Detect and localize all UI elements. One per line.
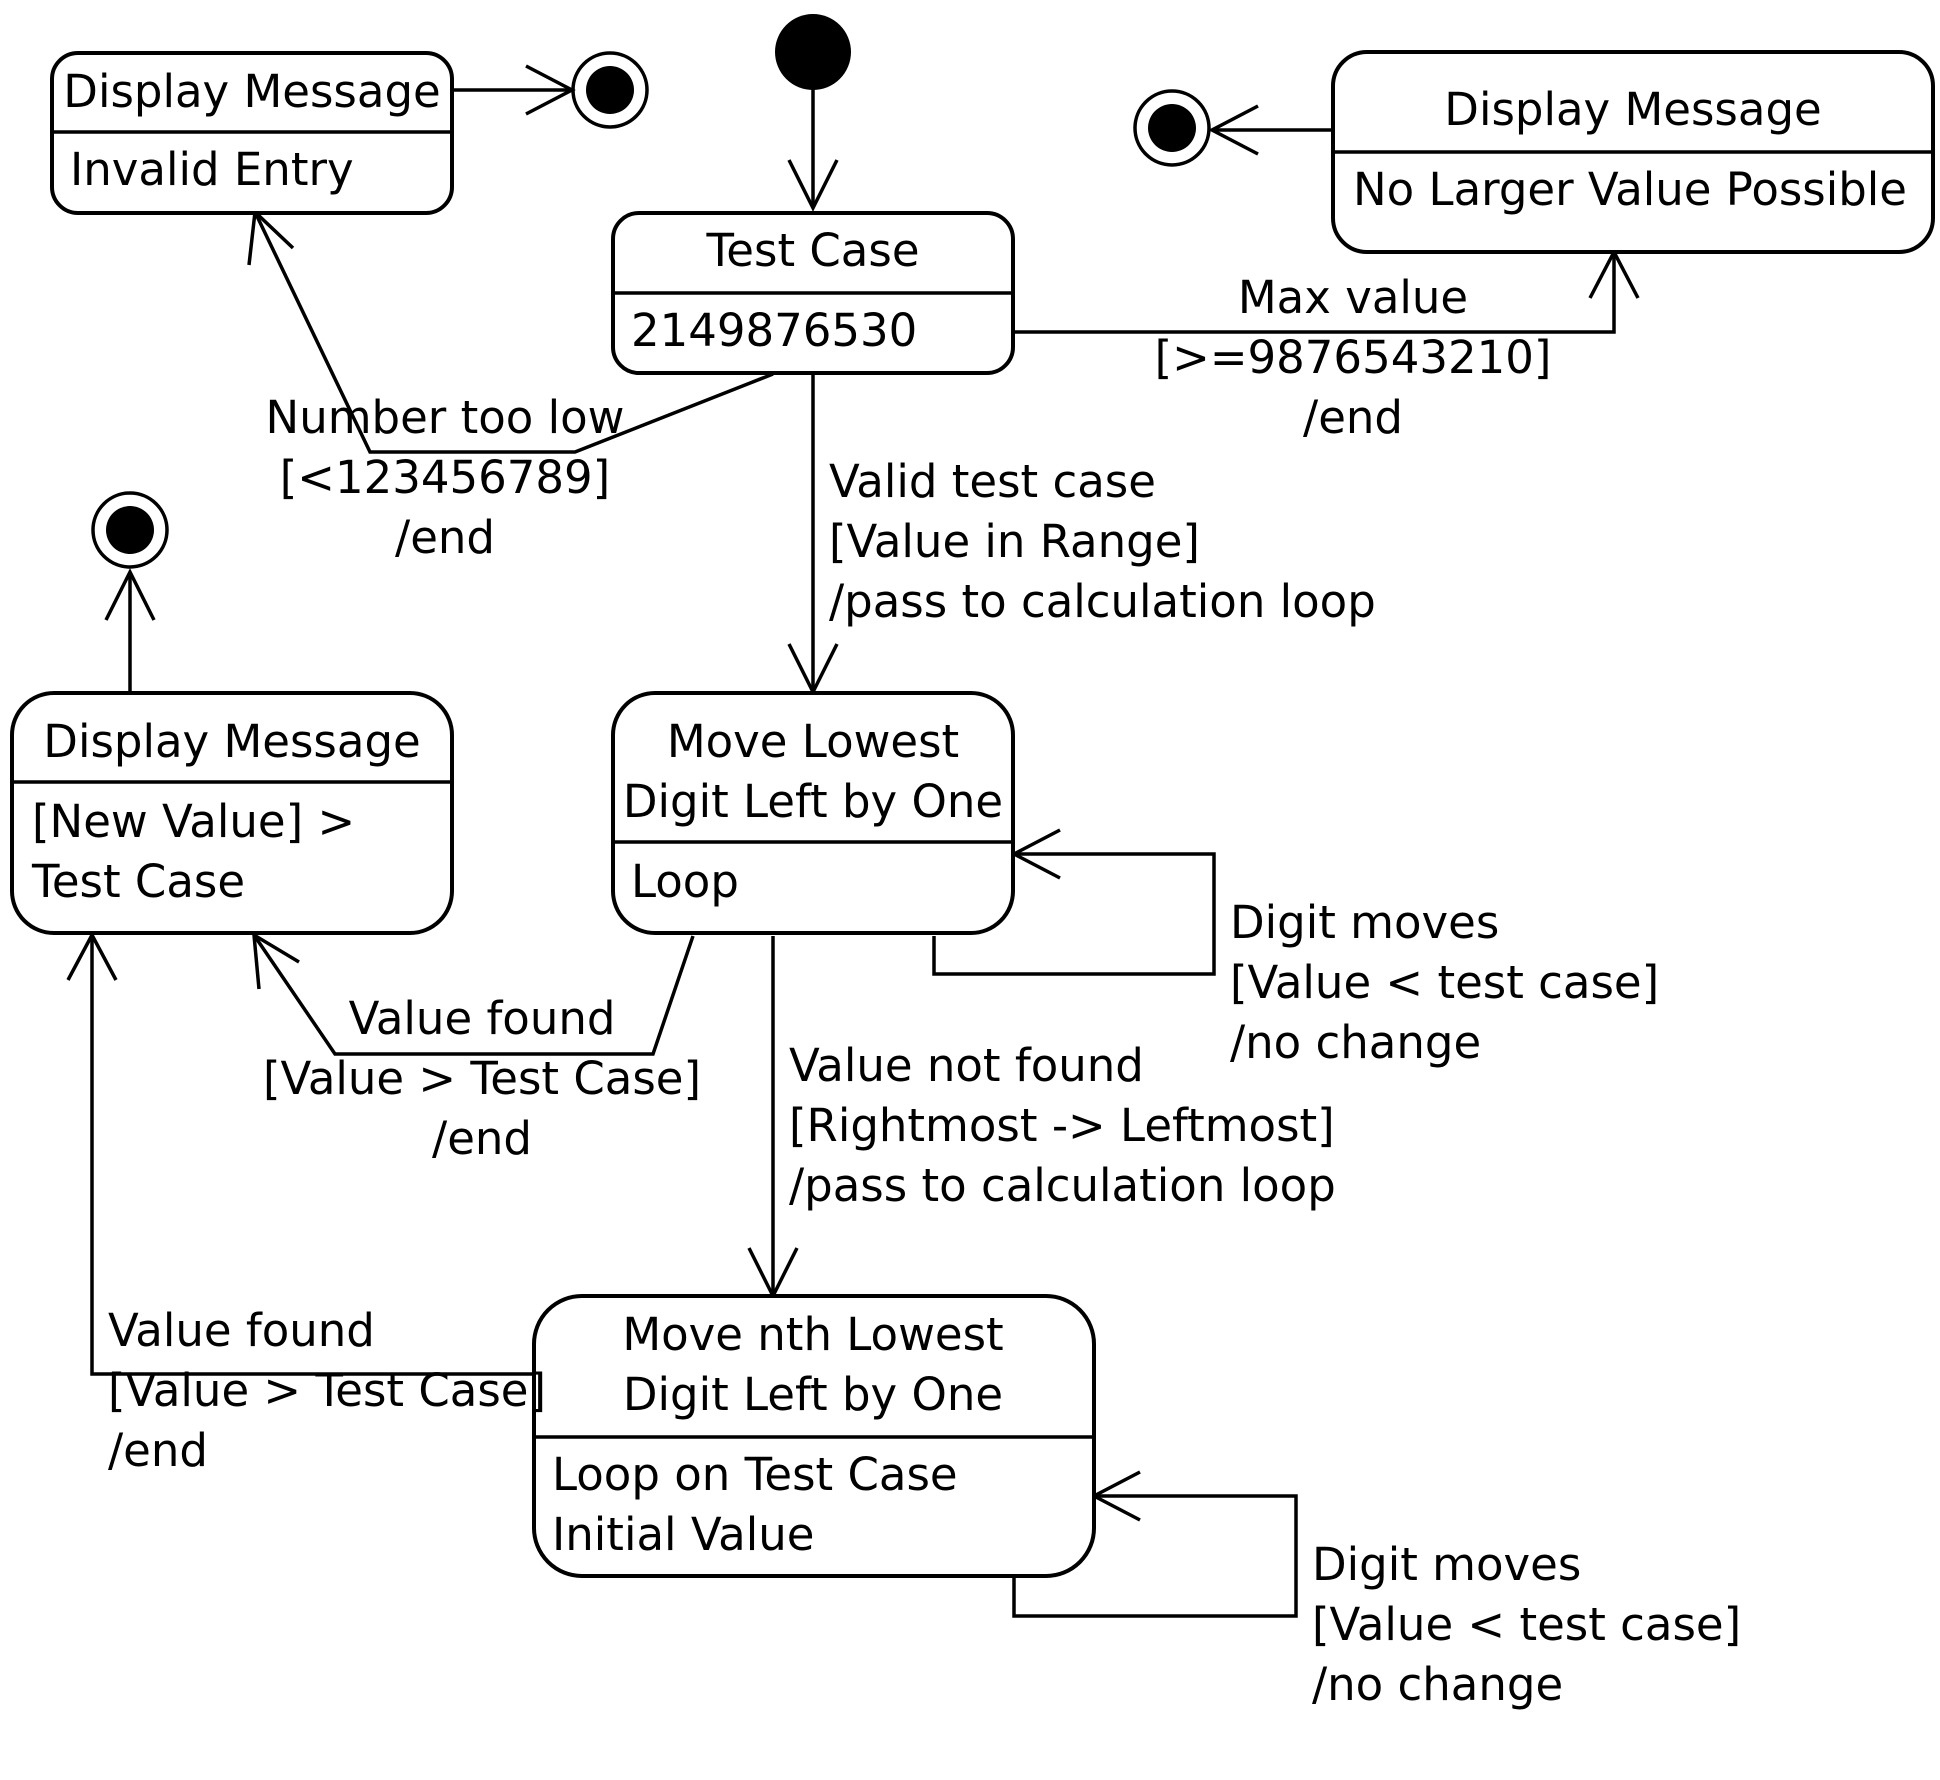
state-move-nth-lowest-digit: Move nth Lowest Digit Left by One Loop o… — [532, 1294, 1096, 1578]
state-body: [New Value] > — [32, 795, 355, 848]
label-line: /end — [395, 511, 495, 564]
state-title: Display Message — [63, 65, 440, 118]
label-line: Value not found — [789, 1039, 1144, 1092]
state-body: Initial Value — [552, 1508, 814, 1561]
label-line: /end — [432, 1112, 532, 1165]
state-display-message-invalid: Display Message Invalid Entry — [50, 51, 454, 215]
state-move-lowest-digit: Move Lowest Digit Left by One Loop — [611, 691, 1015, 935]
label-line: /pass to calculation loop — [789, 1159, 1336, 1212]
edge-new-value-to-final — [104, 568, 156, 692]
label-value-not-found: Value not found [Rightmost -> Leftmost] … — [789, 1039, 1336, 1212]
label-number-too-low: Number too low [<123456789] /end — [266, 391, 625, 564]
label-line: Value found — [108, 1304, 375, 1357]
final-node-invalid — [571, 51, 649, 129]
label-line: [Value in Range] — [829, 515, 1200, 568]
state-title: Test Case — [705, 224, 919, 277]
label-value-found-1: Value found [Value > Test Case] /end — [263, 992, 701, 1165]
edge-initial-to-test-case — [787, 88, 839, 212]
state-body: 2149876530 — [631, 304, 917, 357]
label-line: [Value > Test Case] — [108, 1364, 546, 1417]
label-digit-moves-1: Digit moves [Value < test case] /no chan… — [1230, 896, 1659, 1069]
state-title: Move nth Lowest — [622, 1308, 1003, 1361]
label-line: Digit moves — [1230, 896, 1499, 949]
label-line: [Value < test case] — [1230, 956, 1659, 1009]
label-line: [Value < test case] — [1312, 1598, 1741, 1651]
label-line: /end — [108, 1424, 208, 1477]
state-test-case: Test Case 2149876530 — [611, 211, 1015, 375]
state-title: Digit Left by One — [623, 775, 1003, 828]
label-line: Max value — [1238, 271, 1468, 324]
state-title: Display Message — [1444, 83, 1821, 136]
final-node-new-value — [91, 491, 169, 569]
state-body: Loop — [631, 855, 739, 908]
label-line: [Value > Test Case] — [263, 1052, 701, 1105]
state-body: No Larger Value Possible — [1353, 163, 1907, 216]
label-line: /end — [1303, 391, 1403, 444]
state-display-message-new-value: Display Message [New Value] > Test Case — [10, 691, 454, 935]
label-line: [Rightmost -> Leftmost] — [789, 1099, 1335, 1152]
label-line: Number too low — [266, 391, 625, 444]
label-line: [>=9876543210] — [1155, 331, 1552, 384]
label-line: /no change — [1312, 1658, 1563, 1711]
state-title: Display Message — [43, 715, 420, 768]
label-line: /pass to calculation loop — [829, 575, 1376, 628]
label-valid-test-case: Valid test case [Value in Range] /pass t… — [829, 455, 1376, 628]
edge-invalid-to-final — [452, 64, 576, 116]
state-body: Loop on Test Case — [552, 1448, 958, 1501]
label-line: Valid test case — [829, 455, 1156, 508]
state-display-message-no-larger: Display Message No Larger Value Possible — [1331, 50, 1935, 254]
label-value-found-2: Value found [Value > Test Case] /end — [108, 1304, 546, 1477]
label-line: /no change — [1230, 1016, 1481, 1069]
state-title: Digit Left by One — [623, 1368, 1003, 1421]
label-max-value: Max value [>=9876543210] /end — [1155, 271, 1552, 444]
state-body: Invalid Entry — [70, 143, 354, 196]
initial-node — [775, 14, 851, 90]
state-body: Test Case — [31, 855, 245, 908]
edge-no-larger-to-final — [1208, 104, 1333, 156]
label-line: Value found — [349, 992, 616, 1045]
label-line: Digit moves — [1312, 1538, 1581, 1591]
state-title: Move Lowest — [667, 715, 959, 768]
label-line: [<123456789] — [280, 451, 611, 504]
final-node-no-larger — [1133, 89, 1211, 167]
label-digit-moves-2: Digit moves [Value < test case] /no chan… — [1312, 1538, 1741, 1711]
